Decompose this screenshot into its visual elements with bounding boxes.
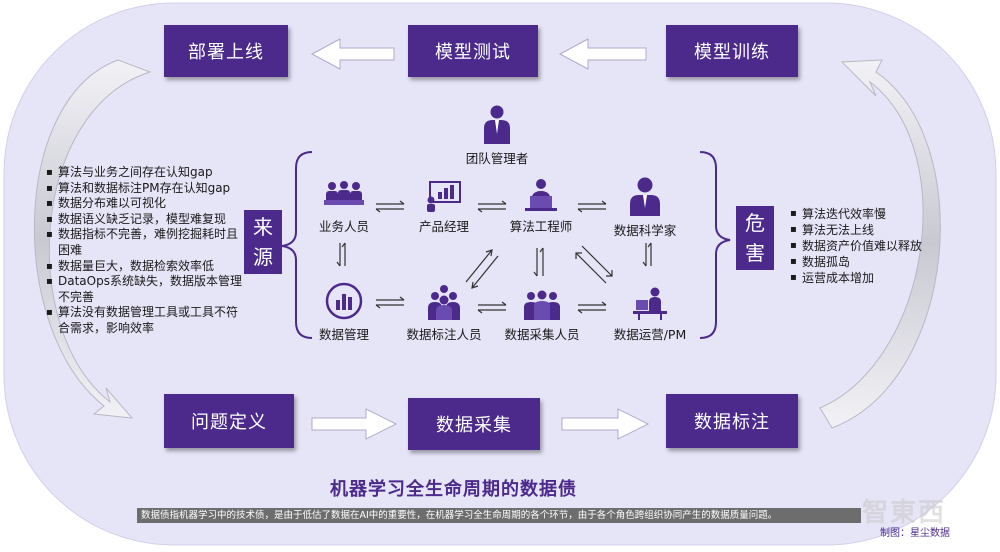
desk-person-icon: [633, 287, 667, 320]
harm-item: 数据资产价值难以释放: [788, 238, 958, 254]
stage-problem-definition-label: 问题定义: [191, 412, 267, 433]
harm-label-char-2: 害: [745, 241, 765, 265]
source-item: 数据量巨大，数据检索效率低: [44, 259, 242, 275]
meeting-icon: [324, 181, 364, 205]
role-data-management: 数据管理: [306, 282, 382, 343]
source-item: DataOps系统缺失，数据版本管理不完善: [44, 274, 242, 305]
role-algorithm: 算法工程师: [496, 178, 586, 235]
role-data-management-label: 数据管理: [318, 327, 369, 342]
source-item: 数据分布难以可视化: [44, 196, 242, 212]
harm-list: 算法迭代效率慢 算法无法上线 数据资产价值难以释放 数据孤岛 运营成本增加: [788, 206, 958, 286]
role-connectors: [336, 200, 652, 314]
stage-model-test: 模型测试: [408, 25, 538, 77]
source-item: 数据指标不完善，难例挖掘耗时且困难: [44, 227, 242, 258]
left-brace: [281, 151, 313, 339]
harm-item: 运营成本增加: [788, 270, 958, 286]
right-brace: [699, 151, 731, 339]
top-flow-arrows: [310, 38, 647, 70]
right-cycle-arrow: [819, 59, 941, 429]
source-item: 算法和数据标注PM存在认知gap: [44, 181, 242, 197]
role-annotator-label: 数据标注人员: [406, 327, 482, 342]
stage-deploy-label: 部署上线: [188, 42, 264, 63]
role-product-label: 产品经理: [418, 219, 469, 234]
team-icon: [524, 290, 560, 320]
footnote-bar: 数据债指机器学习中的技术债，是由于低估了数据在AI中的重要性，在机器学习全生命周…: [137, 508, 861, 523]
bar-chart-icon: [325, 282, 363, 320]
role-product: 产品经理: [406, 180, 482, 235]
role-algorithm-label: 算法工程师: [509, 219, 573, 234]
harm-label-box: 危 害: [736, 206, 774, 270]
harm-item: 数据孤岛: [788, 254, 958, 270]
stage-model-train: 模型训练: [666, 25, 798, 77]
harm-label-char-1: 危: [745, 211, 765, 235]
stage-deploy: 部署上线: [164, 25, 288, 77]
role-scientist-label: 数据科学家: [613, 223, 677, 238]
source-label-char-1: 来: [253, 215, 273, 239]
role-scientist: 数据科学家: [600, 176, 690, 239]
harm-item: 算法迭代效率慢: [788, 206, 958, 222]
group-icon: [428, 285, 460, 320]
source-item: 算法没有数据管理工具或工具不符合需求，影响效率: [44, 305, 242, 336]
source-item: 数据语义缺乏记录，模型难复现: [44, 212, 242, 228]
role-annotator: 数据标注人员: [396, 284, 492, 343]
stage-data-collection: 数据采集: [408, 398, 540, 450]
credit-text: 制图：星尘数据: [880, 528, 950, 539]
laptop-person-icon: [525, 179, 557, 211]
role-collector: 数据采集人员: [494, 290, 590, 343]
stage-data-collection-label: 数据采集: [436, 415, 512, 436]
watermark-logo: 智東西: [862, 498, 947, 528]
source-label-box: 来 源: [244, 210, 282, 274]
role-manager-label: 团队管理者: [465, 151, 529, 166]
role-collector-label: 数据采集人员: [504, 327, 580, 342]
stage-model-test-label: 模型测试: [435, 42, 511, 63]
person-icon: [630, 177, 660, 216]
source-list: 算法与业务之间存在认知gap 算法和数据标注PM存在认知gap 数据分布难以可视…: [44, 165, 242, 337]
stage-data-annotation: 数据标注: [666, 394, 798, 448]
role-business: 业务人员: [306, 180, 382, 235]
bottom-flow-arrows: [311, 408, 650, 440]
role-manager: 团队管理者: [452, 104, 542, 167]
presentation-icon: [427, 181, 461, 212]
page-title: 机器学习全生命周期的数据债: [330, 479, 577, 500]
source-label-char-2: 源: [253, 245, 273, 269]
manager-icon: [484, 105, 510, 144]
harm-item: 算法无法上线: [788, 222, 958, 238]
stage-data-annotation-label: 数据标注: [694, 412, 770, 433]
role-ops: 数据运营/PM: [602, 286, 698, 343]
role-ops-label: 数据运营/PM: [613, 327, 687, 342]
stage-problem-definition: 问题定义: [164, 394, 294, 448]
source-item: 算法与业务之间存在认知gap: [44, 165, 242, 181]
stage-model-train-label: 模型训练: [694, 42, 770, 63]
role-business-label: 业务人员: [318, 219, 369, 234]
